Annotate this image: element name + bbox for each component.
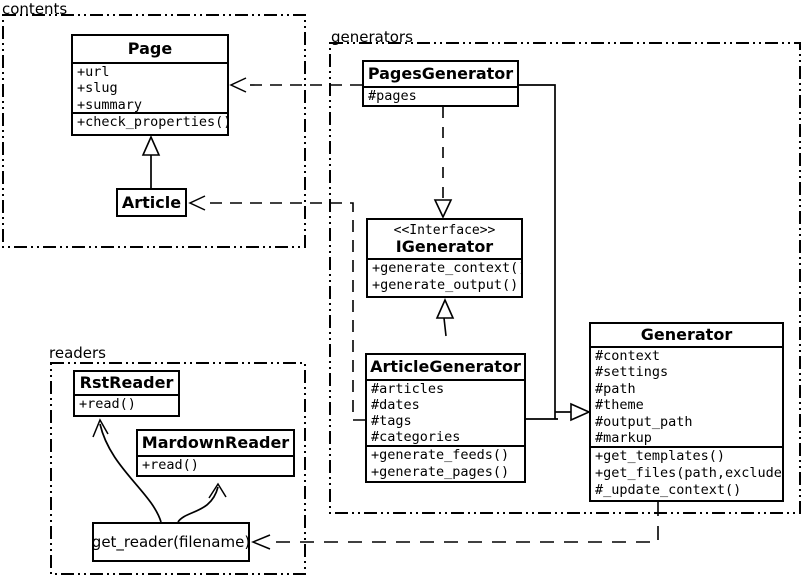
class-articlegenerator-methods: +generate_feeds() +generate_pages(): [367, 447, 524, 481]
dependency-arrow-pagesgenerator-to-page: [229, 77, 362, 93]
inheritance-arrow-generators-to-generator: [519, 84, 591, 422]
attribute: #settings: [595, 364, 669, 381]
attribute: #dates: [371, 397, 420, 413]
class-page: Page +url +slug +summary +check_properti…: [71, 34, 229, 136]
package-border-contents: [2, 14, 306, 248]
class-mardownreader-methods: +read(): [138, 457, 293, 475]
attribute: #tags: [371, 413, 412, 429]
method: +get_files(path,exclude): [595, 465, 782, 482]
class-generator: Generator #context #settings #path #them…: [589, 322, 784, 502]
attribute: +url: [77, 64, 110, 80]
package-label-readers: readers: [49, 344, 106, 362]
class-rstreader-methods: +read(): [75, 396, 178, 415]
class-pagesgenerator-title: PagesGenerator: [364, 62, 517, 88]
class-generator-methods: +get_templates() +get_files(path,exclude…: [591, 448, 782, 500]
class-article: Article: [116, 188, 187, 217]
attribute: #context: [595, 348, 661, 364]
class-pagesgenerator: PagesGenerator #pages: [362, 60, 519, 107]
method: #_update_context(): [595, 482, 742, 499]
class-mardownreader: MardownReader +read(): [136, 429, 295, 477]
attribute: #markup: [595, 430, 652, 447]
method: +generate_feeds(): [371, 447, 510, 463]
attribute: #path: [595, 380, 636, 397]
class-igenerator-title: <<Interface>> IGenerator: [368, 220, 521, 260]
function-node-get-reader: get_reader(filename): [92, 522, 250, 562]
class-generator-attributes: #context #settings #path #theme #output_…: [591, 348, 782, 448]
class-articlegenerator: ArticleGenerator #articles #dates #tags …: [365, 353, 526, 483]
attribute: #articles: [371, 381, 445, 397]
method: +generate_pages(): [371, 464, 510, 481]
class-page-methods: +check_properties(): [73, 114, 227, 134]
call-arrow-getreader-to-rstreader: [92, 418, 162, 523]
attribute: #theme: [595, 397, 644, 414]
package-label-generators: generators: [331, 28, 413, 46]
class-igenerator-methods: +generate_context() +generate_output(): [368, 260, 521, 296]
class-generator-title: Generator: [591, 324, 782, 348]
attribute: #output_path: [595, 413, 693, 430]
method: +generate_output(): [372, 277, 519, 294]
class-rstreader: RstReader +read(): [73, 370, 180, 417]
dependency-arrow-articlegenerator-to-article: [188, 195, 365, 421]
class-rstreader-title: RstReader: [75, 372, 178, 396]
class-page-title: Page: [73, 36, 227, 64]
package-label-contents: contents: [2, 0, 68, 18]
realization-arrow-articlegenerator-to-igenerator: [435, 298, 455, 337]
class-igenerator-name: IGenerator: [395, 236, 494, 256]
method: +read(): [79, 396, 136, 412]
dependency-arrow-generator-to-getreader: [251, 502, 659, 550]
attribute: #pages: [368, 88, 417, 104]
package-border-readers: [50, 362, 306, 575]
method: +get_templates(): [595, 448, 726, 464]
class-page-attributes: +url +slug +summary: [73, 64, 227, 114]
method: +check_properties(): [77, 114, 227, 130]
class-articlegenerator-attributes: #articles #dates #tags #categories: [367, 381, 524, 447]
class-igenerator-stereotype: <<Interface>>: [393, 222, 496, 238]
class-pagesgenerator-attributes: #pages: [364, 88, 517, 105]
attribute: +slug: [77, 80, 118, 97]
attribute: #categories: [371, 429, 461, 445]
package-border-generators: [329, 42, 801, 514]
attribute: +summary: [77, 96, 143, 113]
class-article-title: Article: [121, 192, 182, 212]
realization-arrow-pagesgenerator-to-igenerator: [433, 107, 453, 219]
method: +generate_context(): [372, 260, 521, 276]
method: +read(): [142, 457, 199, 473]
class-igenerator: <<Interface>> IGenerator +generate_conte…: [366, 218, 523, 298]
class-mardownreader-title: MardownReader: [138, 431, 293, 457]
inheritance-arrow-article-to-page: [141, 135, 161, 188]
class-articlegenerator-title: ArticleGenerator: [367, 355, 524, 381]
call-arrow-getreader-to-mardownreader: [177, 482, 227, 523]
